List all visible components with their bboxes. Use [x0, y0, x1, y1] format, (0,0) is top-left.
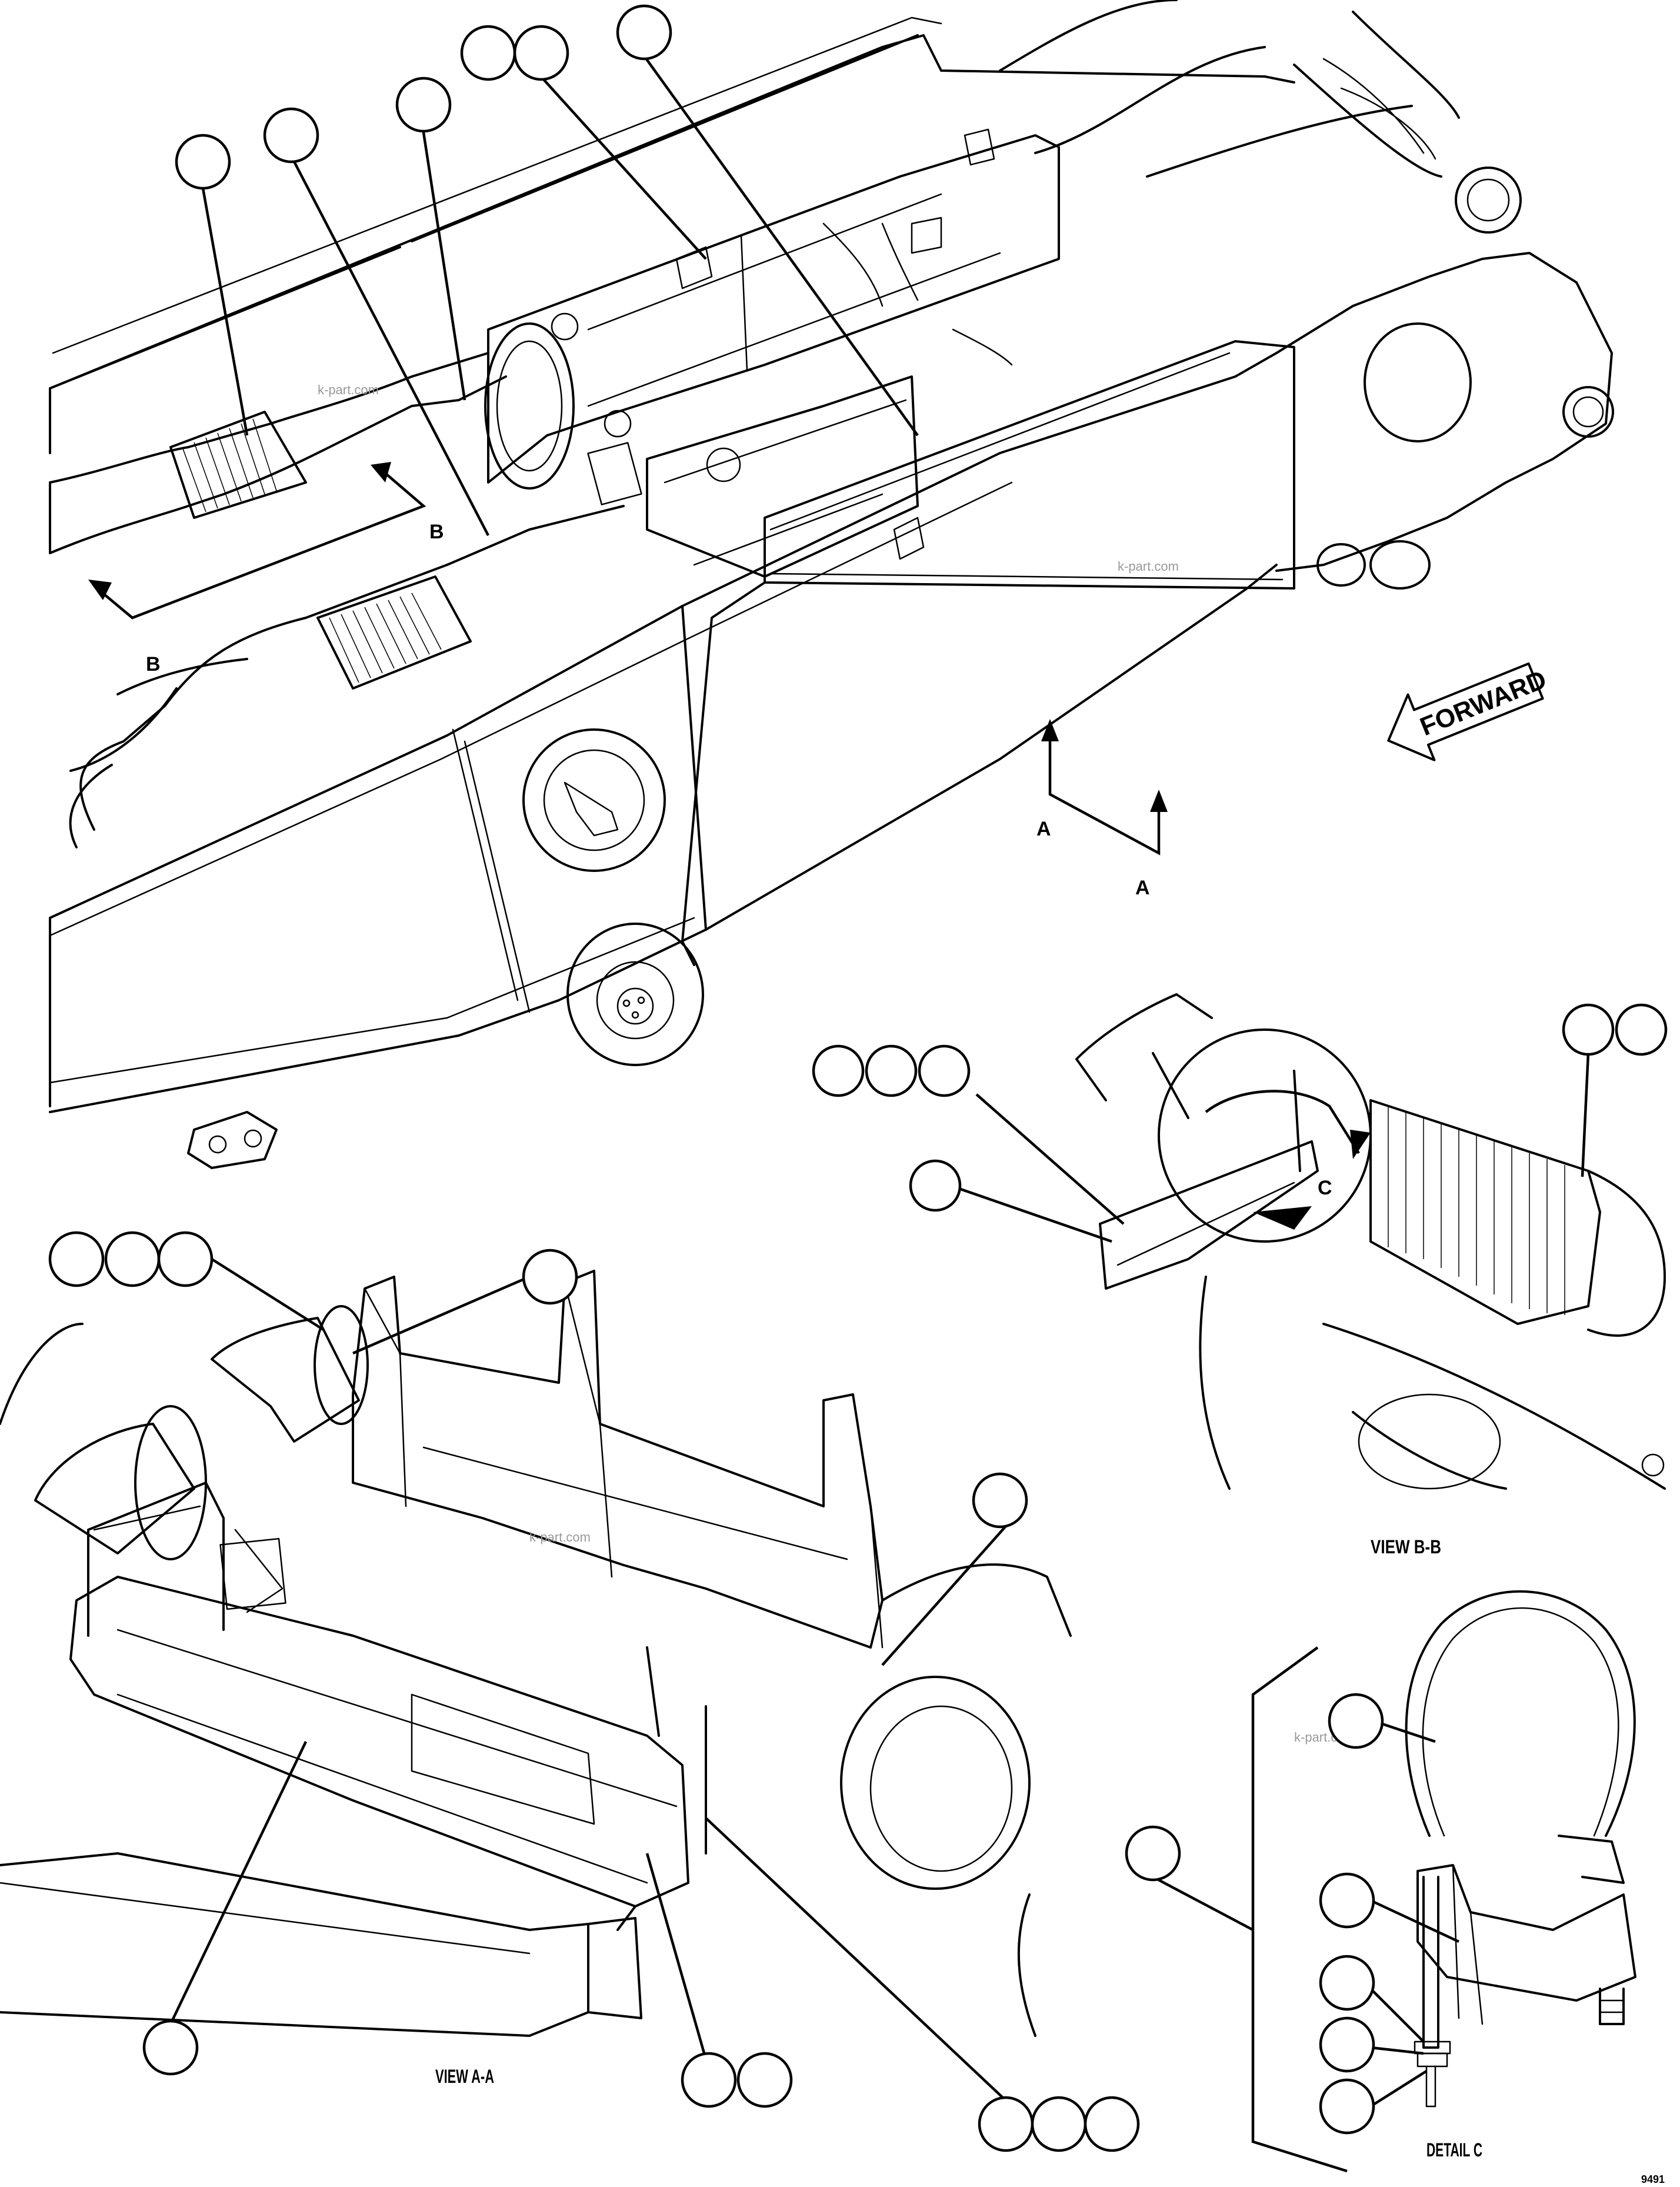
lower-frame-rail [49, 352, 1278, 1113]
rear-pivot-frame [1275, 252, 1613, 572]
watermark-2: k-part.com [1118, 559, 1179, 574]
section-b-line [96, 470, 426, 620]
view-bb: C VIEW B-B [812, 993, 1668, 1557]
callout-bubble [175, 134, 231, 190]
section-a-label-right: A [1135, 877, 1150, 899]
watermark-1: k-part.com [318, 382, 379, 397]
callout-bubble [1319, 1872, 1375, 1929]
callout-bubble [909, 1159, 962, 1212]
forward-arrow: FORWARD [1387, 662, 1551, 761]
section-a-line [1048, 735, 1161, 856]
callout-bubble [681, 2052, 737, 2108]
callout-bubble [157, 1231, 214, 1287]
section-b-label-left: B [146, 653, 161, 675]
callout-bubble [1328, 1693, 1384, 1749]
clamp-saddle [1416, 1864, 1636, 2002]
callout-bubble [263, 107, 319, 164]
callout-bubble [1615, 1003, 1668, 1056]
view-bb-title: VIEW B-B [1371, 1536, 1441, 1557]
flex-bellows-bb [1369, 1099, 1601, 1325]
detail-c-title: DETAIL C [1426, 2139, 1482, 2161]
access-cover [522, 728, 666, 872]
callout-bubble [736, 2052, 793, 2108]
flex-bellows-lower [316, 575, 472, 690]
figure-id: 9491 [1641, 2173, 1665, 2185]
callout-bubble [972, 1472, 1028, 1529]
u-bolt-clamp [1405, 1590, 1636, 1837]
frame-side-panel [764, 340, 1295, 590]
view-aa-title: VIEW A-A [435, 2066, 494, 2087]
callout-bubble [1562, 1003, 1615, 1056]
pipe-ring-aa [840, 1676, 1031, 1890]
callout-bubble [142, 2019, 199, 2076]
watermark-3: k-part.com [529, 1530, 591, 1544]
callout-bubble [104, 1231, 161, 1287]
callout-bubble [395, 76, 452, 133]
callout-bubble [513, 25, 569, 81]
callout-bubble [1319, 2078, 1375, 2135]
view-aa: k-part.com VIEW A-A [0, 1231, 1140, 2152]
flex-bellows-upper [169, 411, 307, 519]
callout-bubble [48, 1231, 105, 1287]
callout-bubble [1084, 2096, 1140, 2152]
section-a-label-left: A [1036, 818, 1051, 840]
callout-bubble [1319, 2016, 1375, 2073]
callout-bubble [1031, 2096, 1087, 2152]
pipe-end-bb [1158, 1028, 1372, 1243]
callout-bubble [460, 25, 516, 81]
mounting-base-aa [69, 1576, 689, 1908]
mounting-frame-aa [352, 1270, 884, 1649]
aftertreatment-upper [487, 134, 1060, 484]
detail-c-bracket [1251, 1646, 1348, 2173]
callout-bubble [812, 1044, 865, 1097]
callout-bubble [1319, 1955, 1375, 2011]
bracket-bb [1099, 1070, 1319, 1290]
pivot-pin [566, 923, 704, 1066]
rear-hoses [999, 0, 1460, 178]
callout-bubble [865, 1044, 918, 1097]
callout-bubble [1125, 1825, 1181, 1882]
callout-bubble [522, 1249, 578, 1305]
exhaust-pipe-lower [69, 505, 625, 848]
main-assembly-view: B B A A FORWARD k-part.com k-part.com [49, 0, 1614, 1169]
section-b-label-right: B [429, 521, 444, 543]
aftertreatment-lower [646, 375, 919, 578]
section-c-label: C [1318, 1177, 1332, 1199]
callout-bubble [616, 4, 672, 61]
callout-bubble [918, 1044, 971, 1097]
detail-c: k-part.com DETAIL C 9491 [1125, 1590, 1665, 2185]
callout-bubble [978, 2096, 1034, 2152]
